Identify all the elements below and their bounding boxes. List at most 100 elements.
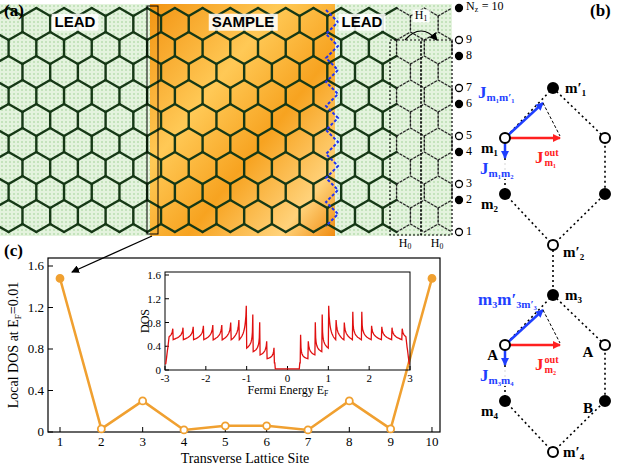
data-point [57, 275, 64, 282]
label-group: 5 [466, 129, 472, 142]
bond [189, 32, 203, 40]
bond [300, 200, 314, 208]
bond [92, 104, 106, 112]
bond [36, 200, 50, 208]
bond [175, 200, 189, 208]
site-dot [456, 197, 463, 204]
site-dot [456, 133, 463, 140]
bond [0, 80, 9, 88]
bond [50, 224, 64, 232]
label-text: 1 [423, 16, 427, 25]
sample-region [150, 4, 335, 236]
label-text: 2 [466, 193, 472, 206]
bond [438, 200, 452, 208]
bond [397, 224, 411, 232]
bond [271, 208, 273, 224]
bond [437, 208, 438, 224]
bond [244, 104, 258, 112]
bond [92, 32, 106, 40]
site-dot [456, 229, 463, 236]
bond [383, 32, 397, 40]
label-group: 8 [466, 49, 472, 62]
bond [410, 152, 424, 160]
bond [298, 16, 300, 32]
label-group: 1.2 [147, 293, 161, 305]
bond [298, 112, 300, 128]
bond [355, 200, 369, 208]
bond [132, 208, 134, 224]
dos-inset [165, 275, 410, 370]
label-group: 0.4 [28, 383, 44, 397]
label-group: Fermi Energy EF [248, 384, 329, 397]
label-group: m₃m′₃m′₃ [478, 291, 537, 310]
bond [175, 152, 189, 160]
bond [91, 88, 93, 104]
label-group: -2 [201, 372, 210, 384]
label-text: =0.01 [6, 282, 21, 314]
label-text: m₃m₄ [489, 374, 514, 386]
bond [174, 184, 176, 200]
bond [300, 32, 314, 40]
label-text: 5 [466, 129, 472, 142]
label-text: m′₂ [563, 244, 584, 261]
bond [355, 32, 369, 40]
bond [438, 104, 452, 112]
tick [165, 298, 169, 299]
bond [9, 104, 23, 112]
bond [22, 224, 36, 232]
bond [104, 160, 106, 176]
h0-box [390, 40, 421, 235]
bond [410, 200, 424, 208]
bond [286, 128, 300, 136]
label-text: F [13, 314, 23, 319]
bond [230, 176, 244, 184]
label-group: 0.8 [147, 316, 161, 328]
bond [424, 56, 438, 64]
bond [216, 152, 230, 160]
tick [349, 427, 350, 432]
label-text: LEAD [342, 14, 383, 31]
label-text: m′₄ [563, 444, 584, 461]
tick [142, 427, 143, 432]
bond [9, 200, 23, 208]
bond [258, 152, 272, 160]
bond [285, 40, 287, 56]
tick [431, 427, 432, 432]
bond [64, 128, 78, 136]
bond [396, 184, 397, 200]
bond [300, 56, 314, 64]
bond [298, 208, 300, 224]
bond [286, 224, 300, 232]
bond [326, 112, 328, 128]
data-point [387, 425, 394, 432]
bond [118, 88, 120, 104]
bond [49, 64, 51, 80]
label-text: 8 [466, 49, 472, 62]
bond [437, 64, 438, 80]
label-group: 9 [466, 33, 472, 46]
label-group: 1 [57, 435, 64, 449]
bond [410, 208, 411, 224]
bond [215, 160, 217, 176]
bond [229, 184, 231, 200]
site-dot [600, 189, 610, 199]
label-group: 9 [387, 435, 394, 449]
bond [188, 64, 190, 80]
bond [7, 40, 9, 56]
label-group: Jm₃m₄ [478, 367, 516, 386]
tick [165, 275, 169, 276]
bond [313, 176, 327, 184]
bond [298, 160, 300, 176]
label-text: 2 [366, 372, 372, 384]
bond [258, 200, 272, 208]
bond [368, 184, 370, 200]
bond [161, 176, 175, 184]
bond [9, 128, 23, 136]
label-text: (b) [590, 2, 611, 21]
bond [175, 80, 189, 88]
bond [133, 200, 147, 208]
bond [438, 56, 452, 64]
label-group: Local DOS at EF=0.01 [6, 282, 21, 409]
bond [133, 32, 147, 40]
bond [286, 104, 300, 112]
